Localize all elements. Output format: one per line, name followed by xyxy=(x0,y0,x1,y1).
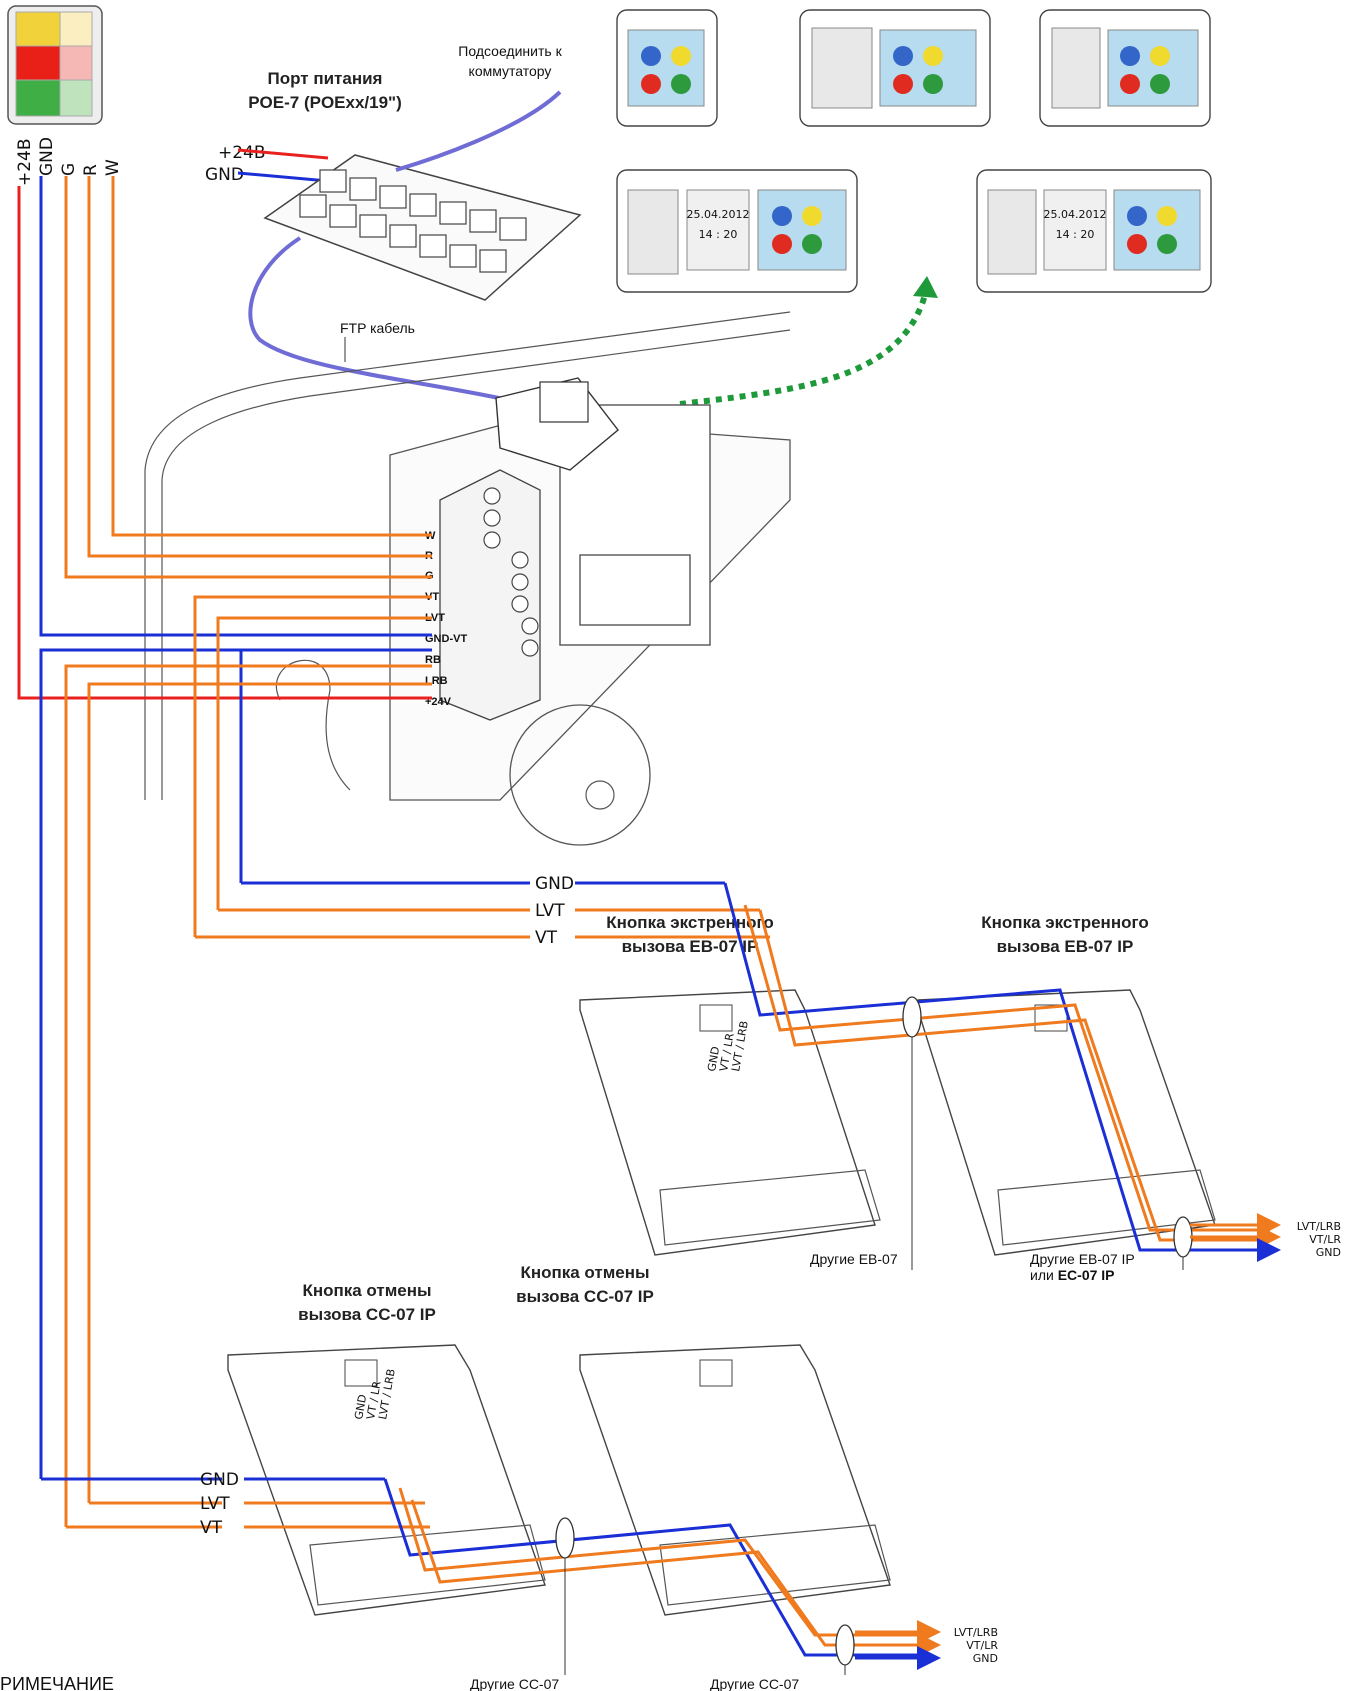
panel-speaker-buttons-2 xyxy=(1039,9,1211,127)
left-wire-label-24v: +24В xyxy=(15,138,35,186)
cc-pin-gnd: GND xyxy=(352,1393,369,1420)
poe-connect-note-2: коммутатору xyxy=(469,63,552,79)
panel-1-time: 14 : 20 xyxy=(699,228,738,241)
cc-title-1-model: вызова CC-07 IP xyxy=(298,1305,436,1324)
eb-section: Кнопка экстренного вызова EB-07 IP Кнопк… xyxy=(535,874,1341,1283)
panel-row-2: 25.04.2012 14 : 20 25.04.2012 14 : 20 xyxy=(616,169,1212,293)
eb-wire-vt: VT xyxy=(535,928,558,948)
eb-title-2-model: вызова EB-07 IP xyxy=(997,937,1134,956)
terminal-rb: RB xyxy=(425,654,441,666)
eb-other-2-prefix: или xyxy=(1030,1267,1058,1283)
eb-out-lvt-lrb: LVT/LRB xyxy=(1297,1220,1341,1233)
poe-gnd-label: GND xyxy=(205,165,244,185)
panel-1-date: 25.04.2012 xyxy=(687,208,750,221)
cc-device-2 xyxy=(579,1344,891,1616)
green-dotted-arrow xyxy=(679,294,928,407)
wires xyxy=(17,176,530,1529)
eb-device-1 xyxy=(579,989,876,1256)
eb-other-2-or: или EC-07 IP xyxy=(1030,1267,1115,1283)
panel-clock-1: 25.04.2012 14 : 20 xyxy=(616,169,858,293)
cc-title-2-model: вызова CC-07 IP xyxy=(516,1287,654,1306)
cc-wire-gnd: GND xyxy=(200,1470,239,1490)
eb-out-vt-lr: VT/LR xyxy=(1309,1233,1341,1246)
terminal-lvt: LVT xyxy=(425,612,445,624)
eb-other-2-model: EC-07 IP xyxy=(1058,1267,1115,1283)
eb-pin-gnd: GND xyxy=(705,1045,722,1072)
cc-wire-lvt: LVT xyxy=(200,1494,230,1514)
left-wire-label-gnd: GND xyxy=(37,137,57,176)
eb-wire-gnd: GND xyxy=(535,874,574,894)
main-enclosure xyxy=(144,311,791,846)
panel-buttons-1 xyxy=(616,9,718,127)
poe-title-model: POE-7 (POExx/19") xyxy=(248,93,402,112)
signal-light-icon xyxy=(7,5,103,125)
cc-wire-vt: VT xyxy=(200,1518,223,1538)
eb-title-1: Кнопка экстренного xyxy=(606,913,773,932)
terminal-vt: VT xyxy=(425,591,439,603)
eb-other: Другие EB-07 xyxy=(810,1251,898,1267)
cc-out-vt-lr: VT/LR xyxy=(966,1639,998,1652)
cc-title-1: Кнопка отмены xyxy=(302,1281,431,1300)
left-wire-label-g: G xyxy=(59,163,79,176)
cc-out-lvt-lrb: LVT/LRB xyxy=(954,1626,998,1639)
cc-title-2: Кнопка отмены xyxy=(520,1263,649,1282)
eb-other-2: Другие EB-07 IP xyxy=(1030,1251,1135,1267)
panel-clock-2: 25.04.2012 14 : 20 xyxy=(976,169,1212,293)
eb-title-2: Кнопка экстренного xyxy=(981,913,1148,932)
terminal-gnd-vt: GND-VT xyxy=(425,633,467,645)
eb-out-gnd: GND xyxy=(1316,1246,1341,1259)
poe-connect-note: Подсоединить к xyxy=(458,43,562,59)
panel-2-date: 25.04.2012 xyxy=(1044,208,1107,221)
poe-24v-label: +24В xyxy=(218,143,266,163)
cc-other-2: Другие CC-07 xyxy=(710,1676,799,1691)
ftp-cable-label: FTP кабель xyxy=(340,320,415,336)
cc-other-1: Другие CC-07 xyxy=(470,1676,559,1691)
left-wire-labels: +24В GND G R W xyxy=(15,137,123,186)
eb-title-1-model: вызова EB-07 IP xyxy=(622,937,759,956)
footer-note: РИМЕЧАНИЕ xyxy=(0,1674,114,1691)
cc-section: Кнопка отмены вызова CC-07 IP Кнопка отм… xyxy=(200,1263,998,1691)
eb-wire-lvt: LVT xyxy=(535,901,565,921)
left-wire-label-r: R xyxy=(81,164,101,176)
cc-out-gnd: GND xyxy=(973,1652,998,1665)
panel-2-time: 14 : 20 xyxy=(1056,228,1095,241)
panel-speaker-buttons xyxy=(799,9,991,127)
left-wire-label-w: W xyxy=(103,159,123,176)
poe-title: Порт питания xyxy=(268,69,383,88)
panel-row-1 xyxy=(616,9,1211,127)
poe-port: Порт питания POE-7 (POExx/19") Подсоедин… xyxy=(205,43,582,404)
